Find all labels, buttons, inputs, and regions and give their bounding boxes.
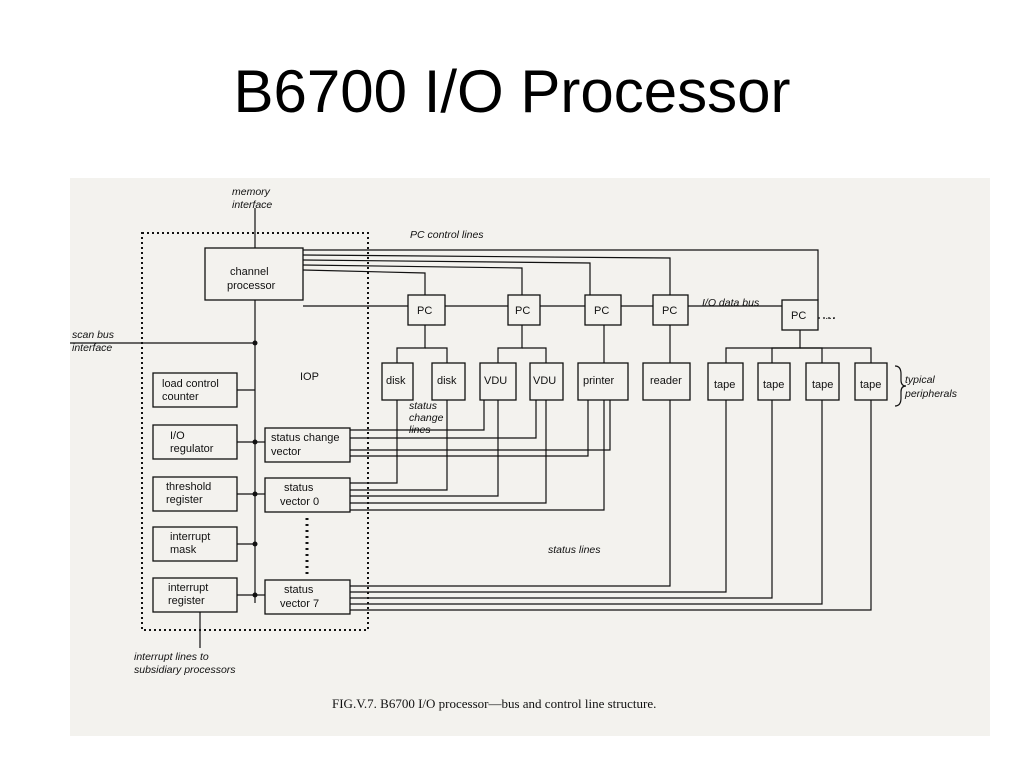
threshold-label-2: register: [166, 494, 203, 506]
peripheral-box-vdu-2: [529, 362, 564, 401]
peripheral-box-disk-2: [431, 362, 466, 401]
pc-label-4: PC: [662, 305, 677, 317]
peripheral-label-printer: printer: [583, 375, 615, 387]
channel-processor-label-2: processor: [227, 280, 276, 292]
slide-title: B6700 I/O Processor: [233, 58, 791, 125]
status-change-lines-label-2: change: [409, 412, 444, 424]
peripheral-box-tape-2: [757, 362, 791, 401]
threshold-box: [152, 476, 238, 512]
status-vector-7-label-1: status: [284, 584, 314, 596]
load-control-box: [152, 372, 238, 408]
load-control-label-2: counter: [162, 391, 199, 403]
status-change-lines-label-3: lines: [409, 424, 431, 436]
peripheral-box-printer: [577, 362, 629, 401]
interrupt-register-box: [152, 577, 238, 613]
interrupt-mask-label-2: mask: [170, 544, 197, 556]
peripheral-label-disk-1: disk: [386, 375, 406, 387]
figure-scan: channel processor load control counter I…: [70, 178, 990, 736]
iop-label: IOP: [300, 371, 319, 383]
peripheral-label-tape-4: tape: [860, 379, 881, 391]
pc-box-2: [507, 294, 541, 326]
pc-label-2: PC: [515, 305, 530, 317]
scan-bus-label-1: scan bus: [72, 329, 115, 341]
peripheral-label-tape-3: tape: [812, 379, 833, 391]
io-processor-diagram: channel processor load control counter I…: [70, 186, 958, 711]
peripheral-label-reader: reader: [650, 375, 682, 387]
scan-bus-label-2: interface: [72, 342, 112, 354]
typical-peripherals-label-1: typical: [905, 374, 935, 386]
pc-box-5: [781, 299, 819, 331]
io-regulator-box: [152, 424, 238, 460]
io-regulator-label-2: regulator: [170, 443, 214, 455]
memory-interface-label-2: interface: [232, 199, 272, 211]
peripheral-box-tape-1: [707, 362, 744, 401]
peripheral-box-tape-3: [805, 362, 840, 401]
peripheral-box-vdu-1: [479, 362, 517, 401]
pc-label-3: PC: [594, 305, 609, 317]
status-change-vector-label-2: vector: [271, 446, 301, 458]
peripheral-label-disk-2: disk: [437, 375, 457, 387]
status-change-vector-box: [264, 427, 351, 463]
peripheral-label-tape-1: tape: [714, 379, 735, 391]
peripheral-box-disk-1: [381, 362, 414, 401]
pc-label-1: PC: [417, 305, 432, 317]
interrupt-register-label-2: register: [168, 595, 205, 607]
iop-boundary: [141, 232, 369, 631]
status-change-vector-label-1: status change: [271, 432, 340, 444]
typical-peripherals-label-2: peripherals: [904, 388, 958, 400]
interrupt-mask-box: [152, 526, 238, 562]
status-vector-0-label-1: status: [284, 482, 314, 494]
status-vector-7-label-2: vector 7: [280, 598, 319, 610]
peripheral-label-tape-2: tape: [763, 379, 784, 391]
figure-caption: FIG.V.7. B6700 I/O processor—bus and con…: [332, 696, 656, 711]
peripheral-label-vdu-2: VDU: [533, 375, 556, 387]
interrupt-lines-label-2: subsidiary processors: [134, 664, 236, 676]
pc-box-4: [652, 294, 689, 326]
pc-control-lines-label: PC control lines: [410, 229, 484, 241]
io-data-bus-label: I/O data bus: [702, 297, 760, 309]
pc-continuation-label: ···: [825, 312, 836, 324]
peripheral-label-vdu-1: VDU: [484, 375, 507, 387]
status-vector-0-label-2: vector 0: [280, 496, 319, 508]
pc-box-3: [584, 294, 622, 326]
threshold-label-1: threshold: [166, 481, 211, 493]
channel-processor-label-1: channel: [230, 266, 269, 278]
io-regulator-label-1: I/O: [170, 430, 185, 442]
interrupt-mask-label-1: interrupt: [170, 531, 210, 543]
status-change-lines-label-1: status: [409, 400, 438, 412]
channel-processor-box: [204, 247, 304, 301]
load-control-label-1: load control: [162, 378, 219, 390]
peripheral-box-reader: [642, 362, 691, 401]
status-lines-label: status lines: [548, 544, 601, 556]
peripheral-box-tape-4: [854, 362, 888, 401]
status-vector-7-box: [264, 579, 351, 615]
interrupt-lines-label-1: interrupt lines to: [134, 651, 209, 663]
interrupt-register-label-1: interrupt: [168, 582, 208, 594]
status-vector-0-box: [264, 477, 351, 513]
pc-box-1: [407, 294, 446, 326]
pc-label-5: PC: [791, 310, 806, 322]
memory-interface-label-1: memory: [232, 186, 271, 198]
